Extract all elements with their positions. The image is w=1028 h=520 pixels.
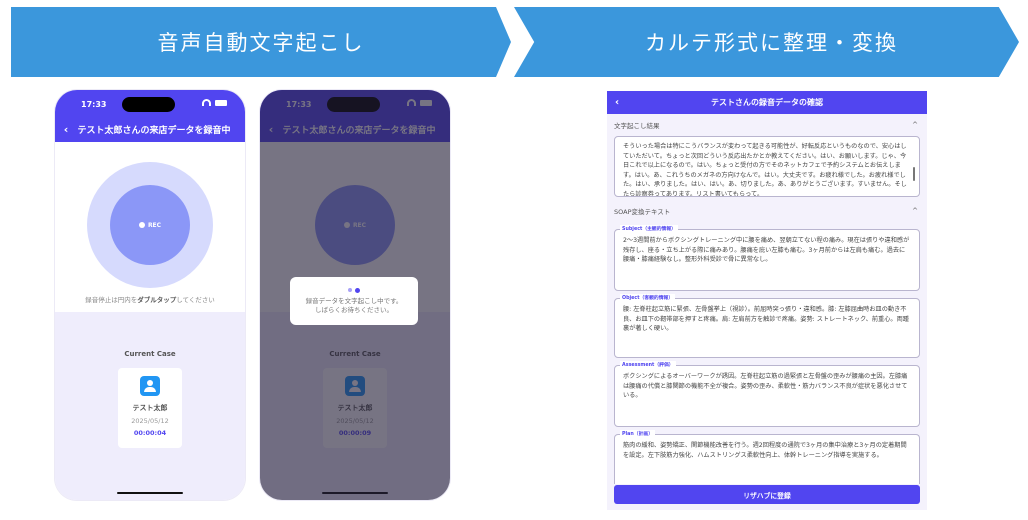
subject-textarea[interactable]: 2〜3週間前からボクシングトレーニング中に腰を痛め、翌朝立てない程の痛み。現在は… xyxy=(614,229,920,291)
current-case-label: Current Case xyxy=(124,350,176,358)
nav-bar: ‹ テストさんの録音データの確認 xyxy=(607,91,927,114)
hint-text: 録音停止は円内を xyxy=(85,296,138,304)
case-date: 2025/05/12 xyxy=(131,417,169,425)
register-button[interactable]: リザハブに登録 xyxy=(614,485,920,504)
section-label: SOAP変換テキスト xyxy=(614,208,671,216)
soap-object-field[interactable]: Object（客観的情報） 腰: 左脊柱起立筋に緊張、左骨盤挙上（視診）。前屈時… xyxy=(614,294,920,358)
page-title: テスト太郎さんの来店データを録音中 xyxy=(77,125,231,136)
step-banner-transcription: 音声自動文字起こし xyxy=(11,7,511,77)
user-avatar-icon xyxy=(140,376,160,396)
status-icons xyxy=(202,99,227,106)
nav-bar: ‹ テスト太郎さんの来店データを録音中 xyxy=(55,116,245,142)
step-banner-chart-conversion: カルテ形式に整理・変換 xyxy=(514,7,1019,77)
status-time: 17:33 xyxy=(81,100,107,109)
step-label: カルテ形式に整理・変換 xyxy=(645,31,898,55)
rec-dot-icon xyxy=(138,222,145,228)
field-legend: Subject（主観的情報） xyxy=(620,225,678,232)
dialog-message-line1: 録音データを文字起こし中です。 xyxy=(305,296,403,305)
chevron-up-icon[interactable]: ^ xyxy=(912,207,918,215)
phone-recording-screen: 17:33 ‹ テスト太郎さんの来店データを録音中 REC 録音停止は円内をダブ… xyxy=(55,90,245,500)
field-legend: Object（客観的情報） xyxy=(620,294,676,301)
wifi-icon xyxy=(202,99,211,106)
case-name: テスト太郎 xyxy=(132,404,168,412)
current-case-area: Current Case テスト太郎 2025/05/12 00:00:04 xyxy=(55,312,245,500)
case-card[interactable]: テスト太郎 2025/05/12 00:00:04 xyxy=(118,368,182,448)
recording-area: REC 録音停止は円内をダブルタップしてください xyxy=(55,142,245,312)
transcript-text: そういった場合は特にこうバランスが変わって起きる可能性が、好転反応というものなの… xyxy=(623,143,907,197)
soap-assessment-field[interactable]: Assessment（評価） ボクシングによるオーバーワークが誘因。左脊柱起立筋… xyxy=(614,361,920,427)
transcript-section-header[interactable]: 文字起こし結果 ^ xyxy=(607,114,927,136)
dynamic-island xyxy=(122,97,175,112)
soap-section-header[interactable]: SOAP変換テキスト ^ xyxy=(607,200,927,222)
battery-icon xyxy=(215,99,227,106)
assessment-textarea[interactable]: ボクシングによるオーバーワークが誘因。左脊柱起立筋の過緊張と左骨盤の歪みが腰痛の… xyxy=(614,365,920,427)
recording-timer: 00:00:04 xyxy=(133,429,167,437)
loading-dots-icon xyxy=(348,287,360,293)
transcript-textarea[interactable]: そういった場合は特にこうバランスが変わって起きる可能性が、好転反応というものなの… xyxy=(614,136,920,197)
back-chevron-icon[interactable]: ‹ xyxy=(63,122,69,136)
section-label: 文字起こし結果 xyxy=(614,122,660,130)
home-indicator[interactable] xyxy=(117,492,183,494)
transcribing-dialog: 録音データを文字起こし中です。 しばらくお待ちください。 xyxy=(290,277,418,325)
dialog-message-line2: しばらくお待ちください。 xyxy=(315,305,393,314)
phone-transcribing-screen: 17:33 ‹ テスト太郎さんの来店データを録音中 REC Current Ca… xyxy=(260,90,450,500)
chevron-up-icon[interactable]: ^ xyxy=(912,121,918,129)
hint-text: してください xyxy=(176,296,215,304)
field-legend: Plan（計画） xyxy=(620,430,655,437)
plan-textarea[interactable]: 筋肉の緩和、姿勢矯正、関節機能改善を行う。週2回程度の通院で3ヶ月の集中治療と3… xyxy=(614,434,920,484)
record-button[interactable]: REC xyxy=(110,185,190,265)
object-textarea[interactable]: 腰: 左脊柱起立筋に緊張、左骨盤挙上（視診）。前屈時突っ張り・違和感。膝: 左膝… xyxy=(614,298,920,358)
field-legend: Assessment（評価） xyxy=(620,361,676,368)
stop-hint: 録音停止は円内をダブルタップしてください xyxy=(55,294,245,304)
rec-label: REC xyxy=(147,221,162,229)
step-label: 音声自動文字起こし xyxy=(157,31,365,55)
scrollbar[interactable] xyxy=(913,167,915,181)
status-bar: 17:33 xyxy=(55,90,245,116)
hint-emphasis: ダブルタップ xyxy=(137,296,177,304)
soap-plan-field[interactable]: Plan（計画） 筋肉の緩和、姿勢矯正、関節機能改善を行う。週2回程度の通院で3… xyxy=(614,430,920,484)
soap-subject-field[interactable]: Subject（主観的情報） 2〜3週間前からボクシングトレーニング中に腰を痛め… xyxy=(614,225,920,291)
page-title: テストさんの録音データの確認 xyxy=(711,98,823,107)
back-chevron-icon[interactable]: ‹ xyxy=(614,97,620,108)
review-screen: ‹ テストさんの録音データの確認 文字起こし結果 ^ そういった場合は特にこうバ… xyxy=(607,91,927,510)
